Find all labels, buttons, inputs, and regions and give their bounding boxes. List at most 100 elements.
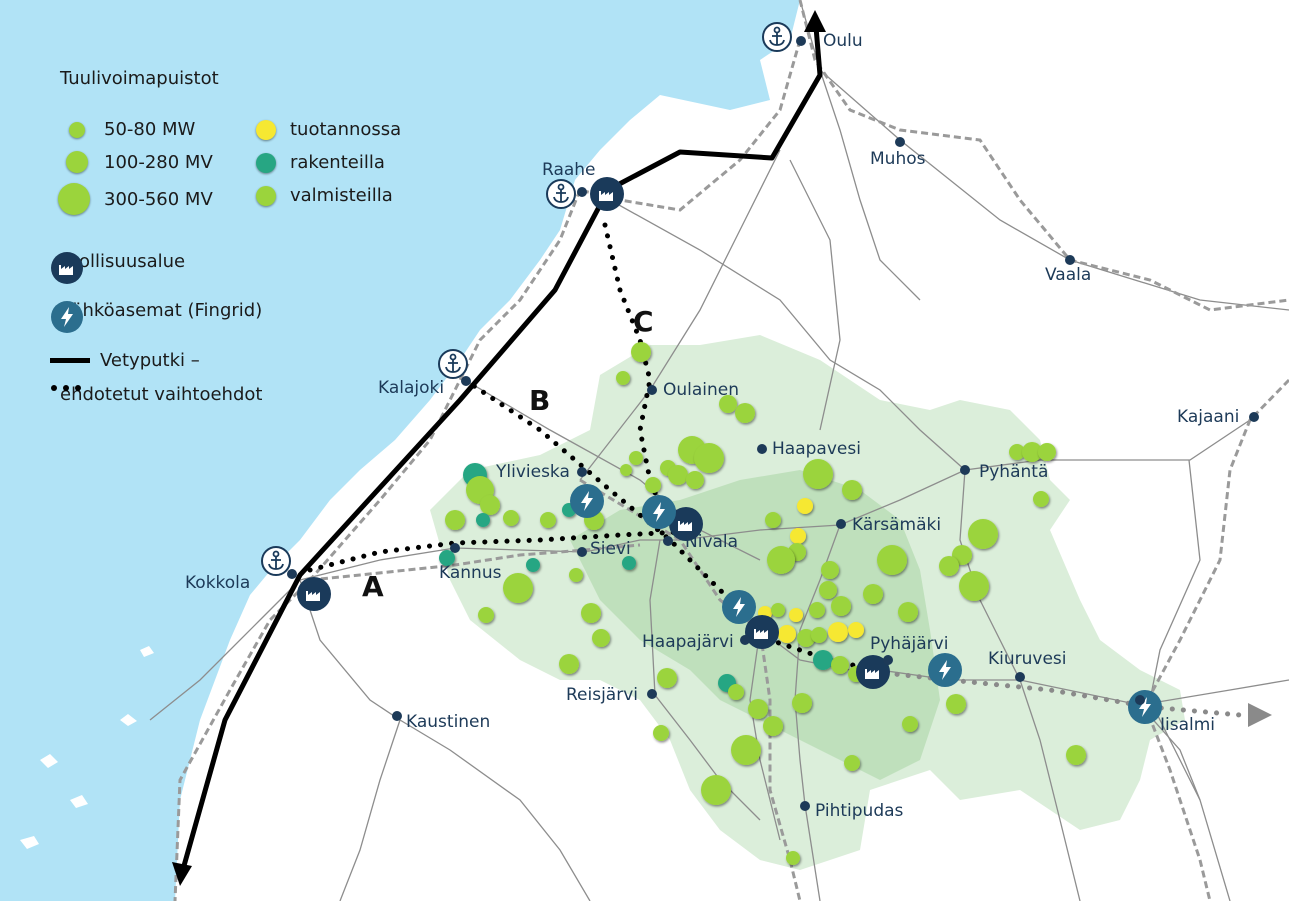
- legend: Tuulivoimapuistot 50-80 MW 100-280 MV 30…: [44, 62, 401, 422]
- city-label-oulu: Oulu: [823, 31, 863, 51]
- wind-parks: [439, 342, 1086, 865]
- wind-park: [657, 668, 677, 688]
- legend-size-small: 50-80 MW: [60, 119, 195, 140]
- wind-park: [842, 480, 862, 500]
- city-dot: [960, 465, 970, 475]
- city-label-nivala: Nivala: [685, 532, 739, 552]
- wind-park: [844, 755, 860, 771]
- wind-park: [821, 561, 839, 579]
- city-dot: [800, 801, 810, 811]
- wind-park: [629, 451, 643, 465]
- city-label-vaala: Vaala: [1045, 265, 1092, 285]
- wind-park: [480, 495, 500, 515]
- wind-park: [771, 603, 785, 617]
- wind-park: [1038, 443, 1056, 461]
- city-label-pyhajarvi: Pyhäjärvi: [870, 634, 949, 654]
- wind-park: [616, 371, 630, 385]
- legend-industry: Teollisuusalue: [50, 251, 185, 284]
- route-label-a: A: [362, 570, 384, 603]
- wind-park: [668, 465, 688, 485]
- wind-park: [1022, 442, 1042, 462]
- factory-icon: [856, 655, 890, 689]
- city-dot: [577, 187, 587, 197]
- road-network: [149, 0, 1289, 901]
- legend-status-construction: rakenteilla: [256, 152, 385, 173]
- wind-park: [569, 568, 583, 582]
- city-dot: [796, 36, 806, 46]
- city-label-kalajoki: Kalajoki: [378, 378, 445, 398]
- wind-park: [735, 403, 755, 423]
- wind-park: [653, 725, 669, 741]
- wind-park: [701, 775, 731, 805]
- wind-park: [778, 625, 796, 643]
- wind-park: [728, 684, 744, 700]
- wind-park: [803, 459, 833, 489]
- city-label-muhos: Muhos: [870, 149, 926, 169]
- city-label-kannus: Kannus: [439, 563, 502, 583]
- legend-status-preparation: valmisteilla: [256, 185, 393, 206]
- city-dot: [461, 376, 471, 386]
- wind-park: [620, 464, 632, 476]
- city-label-pihtipudas: Pihtipudas: [815, 801, 904, 821]
- city-label-kaustinen: Kaustinen: [406, 712, 491, 732]
- pipeline-arrow-north: [804, 10, 826, 32]
- city-label-iisalmi: Iisalmi: [1160, 715, 1216, 735]
- wind-park: [959, 571, 989, 601]
- wind-park: [622, 556, 636, 570]
- wind-park: [476, 513, 490, 527]
- city-dot: [647, 385, 657, 395]
- route-label-c: C: [633, 305, 654, 338]
- status-production-icon: [256, 119, 276, 140]
- route-label-b: B: [529, 384, 551, 417]
- wind-park: [503, 573, 533, 603]
- city-dot: [1065, 255, 1075, 265]
- city-label-kokkola: Kokkola: [185, 573, 251, 593]
- lightning-bolt-icon: [642, 495, 676, 529]
- factory-icon: [590, 177, 624, 211]
- legend-alternatives: ehdotetut vaihtoehdot: [50, 384, 262, 405]
- wind-park: [831, 596, 851, 616]
- city-dot: [647, 689, 657, 699]
- factory-icon: [51, 252, 83, 284]
- lightning-bolt-icon: [570, 484, 604, 518]
- anchor-icon: [762, 22, 792, 52]
- wind-park: [1033, 491, 1049, 507]
- factory-icon: [669, 507, 703, 541]
- city-dot: [1249, 412, 1259, 422]
- wind-park: [902, 716, 918, 732]
- lightning-bolt-icon: [51, 301, 83, 333]
- extension-to-iisalmi: [872, 669, 1243, 718]
- markers: [261, 22, 1162, 724]
- wind-park: [765, 512, 781, 528]
- wind-park: [631, 342, 651, 362]
- city-dot: [663, 536, 673, 546]
- city-label-oulainen: Oulainen: [663, 380, 740, 400]
- wind-park: [789, 608, 803, 622]
- legend-status-production: tuotannossa: [256, 119, 401, 140]
- wind-park: [1009, 444, 1025, 460]
- wind-park: [694, 443, 724, 473]
- wind-park: [831, 656, 849, 674]
- wind-park: [445, 510, 465, 530]
- city-dot: [836, 519, 846, 529]
- wind-park: [819, 581, 837, 599]
- lightning-bolt-icon: [928, 653, 962, 687]
- city-label-sievi: Sievi: [590, 539, 631, 559]
- wind-park: [790, 528, 806, 544]
- city-dot: [757, 444, 767, 454]
- wind-park: [786, 851, 800, 865]
- wind-park: [877, 545, 907, 575]
- sea: [0, 0, 800, 901]
- wind-park: [719, 395, 737, 413]
- wind-park-large-icon: [58, 183, 90, 215]
- anchor-icon: [546, 179, 576, 209]
- city-dot: [1015, 672, 1025, 682]
- wind-park: [439, 550, 455, 566]
- extension-arrow: [1248, 703, 1272, 727]
- wind-park: [763, 716, 783, 736]
- lightning-bolt-icon: [1128, 690, 1162, 724]
- wind-park: [540, 512, 556, 528]
- lightning-bolt-icon: [722, 590, 756, 624]
- wind-park: [748, 699, 768, 719]
